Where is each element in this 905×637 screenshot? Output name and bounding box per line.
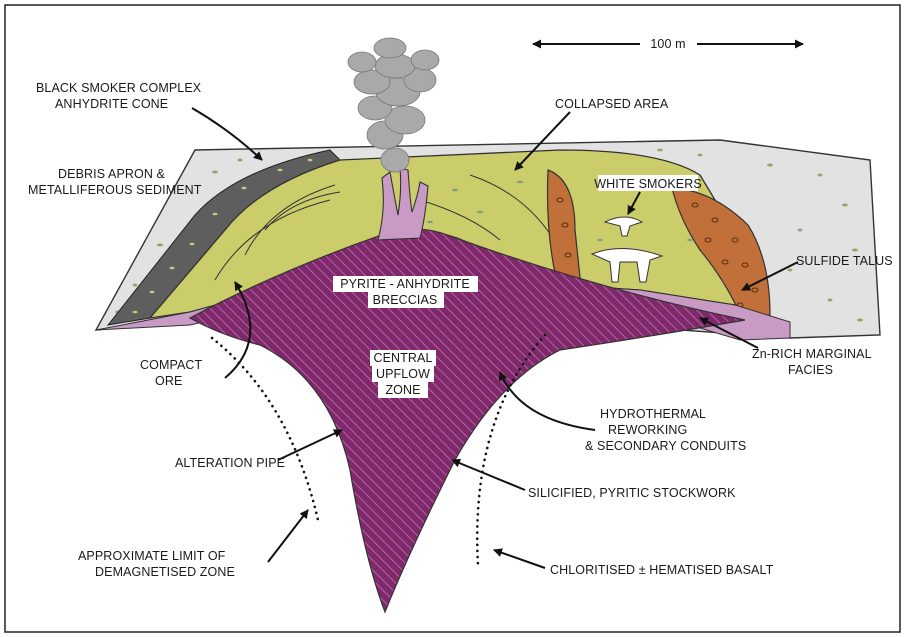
- label-collapsed-area: COLLAPSED AREA: [555, 97, 669, 111]
- label-alteration-pipe: ALTERATION PIPE: [175, 456, 285, 470]
- label-hydrothermal-2: REWORKING: [608, 423, 687, 437]
- arrow-demagnetised: [268, 510, 308, 562]
- label-central-3: ZONE: [385, 383, 420, 397]
- label-demagnetised-1: APPROXIMATE LIMIT OF: [78, 549, 226, 563]
- label-central-1: CENTRAL: [373, 351, 432, 365]
- label-chloritised: CHLORITISED ± HEMATISED BASALT: [550, 563, 774, 577]
- label-pyrite-1: PYRITE - ANHYDRITE: [340, 277, 470, 291]
- arrow-chloritised: [494, 550, 545, 568]
- label-black-smoker-2: ANHYDRITE CONE: [55, 97, 168, 111]
- label-sulfide-talus: SULFIDE TALUS: [796, 254, 893, 268]
- label-compact-ore-2: ORE: [155, 374, 182, 388]
- label-compact-ore-1: COMPACT: [140, 358, 203, 372]
- label-white-smokers: WHITE SMOKERS: [594, 177, 702, 191]
- label-hydrothermal-1: HYDROTHERMAL: [600, 407, 706, 421]
- label-pyrite-2: BRECCIAS: [373, 293, 438, 307]
- scale-label: 100 m: [650, 37, 685, 51]
- label-debris-1: DEBRIS APRON &: [58, 167, 166, 181]
- arrow-alteration-pipe: [278, 430, 342, 460]
- label-zn-rich-2: FACIES: [788, 363, 833, 377]
- label-silicified: SILICIFIED, PYRITIC STOCKWORK: [528, 486, 736, 500]
- label-hydrothermal-3: & SECONDARY CONDUITS: [585, 439, 746, 453]
- label-central-2: UPFLOW: [376, 367, 430, 381]
- label-black-smoker-1: BLACK SMOKER COMPLEX: [36, 81, 202, 95]
- label-debris-2: METALLIFEROUS SEDIMENT: [28, 183, 202, 197]
- label-zn-rich-1: Zn-RICH MARGINAL: [752, 347, 872, 361]
- label-demagnetised-2: DEMAGNETISED ZONE: [95, 565, 235, 579]
- arrow-silicified: [452, 460, 525, 490]
